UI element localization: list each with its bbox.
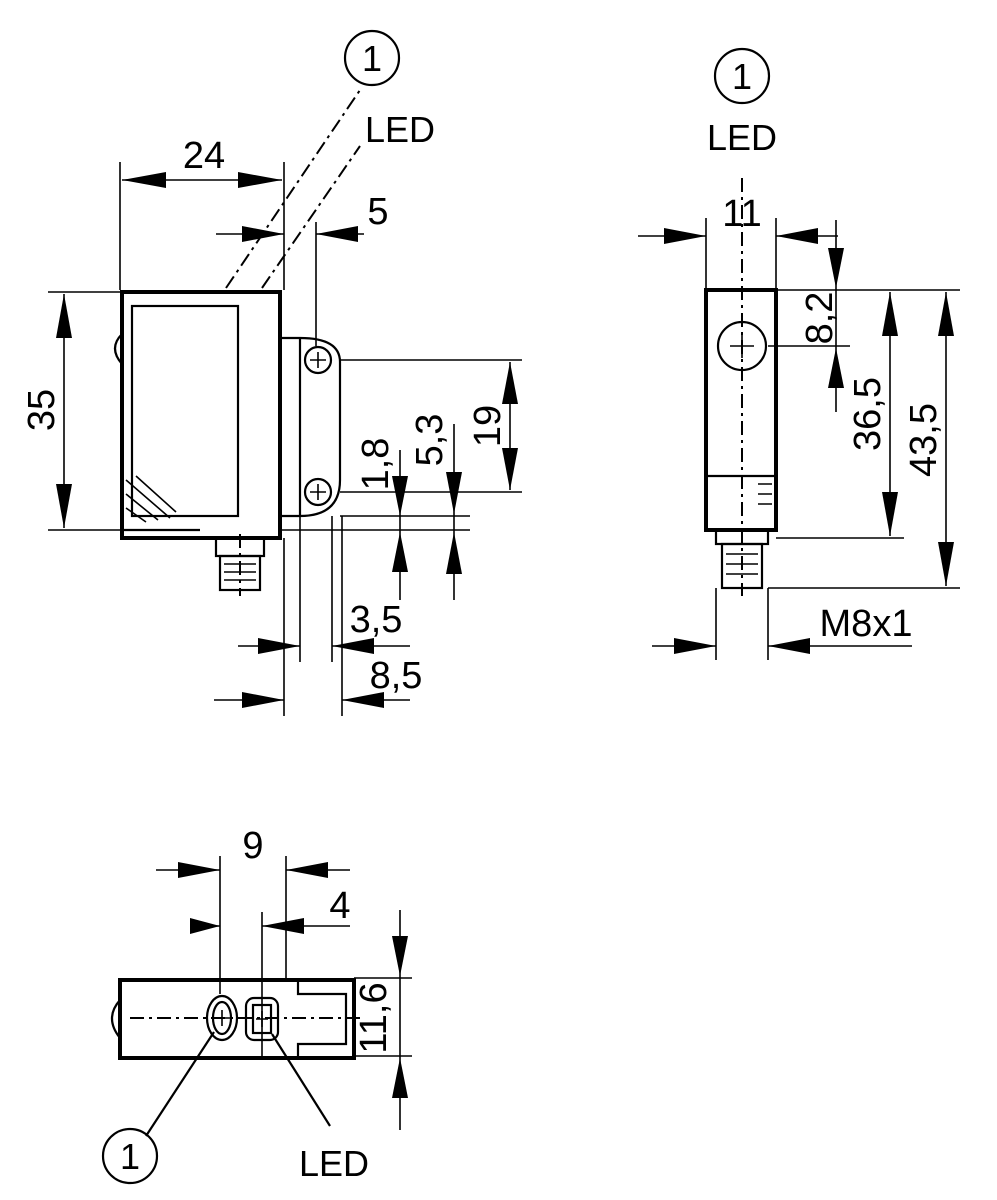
dim-1-8: 1,8 xyxy=(355,438,397,491)
side-view: 11 8,2 36,5 43,5 M8x1 1 LED xyxy=(638,47,960,660)
dim-43-5: 43,5 xyxy=(903,403,945,477)
dim-5-3: 5,3 xyxy=(409,414,451,467)
front-housing xyxy=(120,290,282,540)
front-hatching xyxy=(125,475,177,523)
front-hole-upper xyxy=(303,345,333,375)
front-view: 24 5 35 19 5,3 1,8 xyxy=(21,29,522,716)
front-led-label: LED xyxy=(365,109,435,150)
dim-11-6: 11,6 xyxy=(353,982,395,1053)
top-callout-1-text: 1 xyxy=(120,1136,140,1177)
side-led-label: LED xyxy=(707,117,777,158)
front-lens-window xyxy=(130,304,240,518)
dim-m8x1: M8x1 xyxy=(820,603,913,645)
top-led-label: LED xyxy=(299,1143,369,1184)
front-connector xyxy=(214,534,266,596)
front-hole-lower xyxy=(303,477,333,507)
side-callout-1 xyxy=(713,47,771,105)
dim-11: 11 xyxy=(722,193,761,235)
dim-9: 9 xyxy=(242,825,263,867)
front-side-bump xyxy=(113,333,123,365)
top-view: 9 4 11,6 1 LED xyxy=(101,825,412,1185)
front-callout-1-text: 1 xyxy=(362,38,382,79)
dim-8-2: 8,2 xyxy=(799,292,841,345)
dim-5: 5 xyxy=(367,191,388,233)
dim-3-5: 3,5 xyxy=(350,599,403,641)
dim-8-5: 8,5 xyxy=(370,655,423,697)
front-callout-1 xyxy=(343,29,401,87)
dim-19: 19 xyxy=(467,405,509,447)
dim-4: 4 xyxy=(329,885,350,927)
top-callout-1 xyxy=(101,1127,159,1185)
top-side-bump xyxy=(110,999,121,1039)
front-bracket xyxy=(280,336,342,518)
dim-24: 24 xyxy=(183,135,225,177)
top-lens xyxy=(205,994,239,1042)
dim-35: 35 xyxy=(21,389,63,431)
side-callout-1-text: 1 xyxy=(732,56,752,97)
dim-36-5: 36,5 xyxy=(847,377,889,451)
